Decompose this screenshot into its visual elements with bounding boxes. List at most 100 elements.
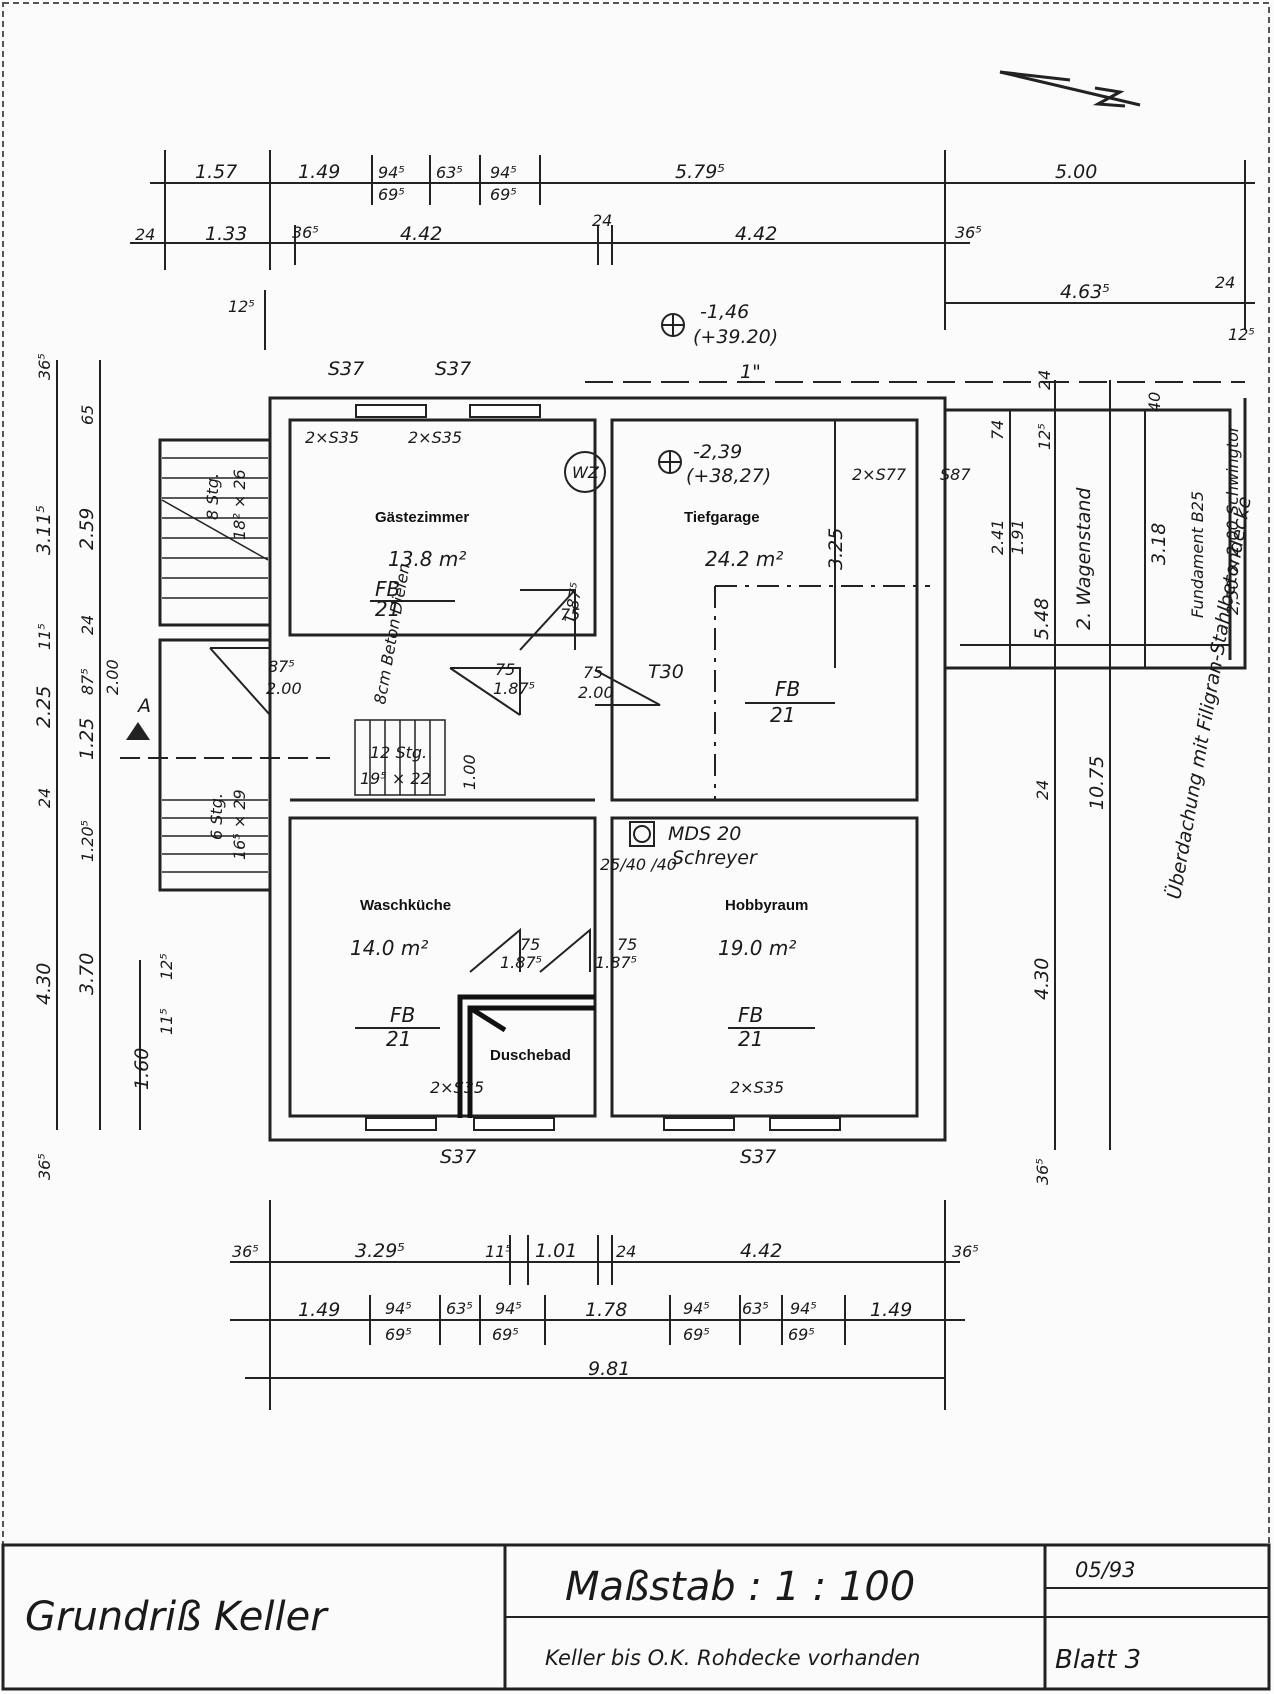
level-abs: (+38,27): [686, 465, 771, 487]
window-label: 2×S35: [408, 428, 462, 447]
dim-label: 4.42: [400, 223, 442, 245]
dim-label: 24: [1215, 273, 1235, 292]
drawing-title: Grundriß Keller: [25, 1594, 329, 1640]
stair-dim: 19⁵ × 22: [360, 769, 431, 788]
lintel-label: S37: [328, 358, 364, 380]
dim-label: 36⁵: [232, 1242, 259, 1261]
room-name-waschkueche: Waschküche: [360, 897, 451, 914]
windows: [355, 404, 841, 1131]
dim-label: 2.41: [988, 519, 1007, 555]
dim-label: 1.20⁵: [78, 820, 97, 862]
door-height: 1.87⁵: [500, 953, 542, 972]
dim-label: 36⁵: [292, 223, 319, 242]
window-label: 2×S35: [730, 1078, 784, 1097]
window-label: 2×S35: [305, 428, 359, 447]
drawing-note: Keller bis O.K. Rohdecke vorhanden: [545, 1646, 920, 1670]
dim-label: 94⁵: [495, 1299, 522, 1318]
floor-code: FB: [390, 1003, 415, 1027]
dim-label: 69⁵: [492, 1325, 519, 1344]
bottom-dimension-labels: 36⁵ 3.29⁵ 11⁵ 1.01 24 4.42 36⁵ 1.49 94⁵ …: [232, 1240, 979, 1380]
dim-label: 9.81: [588, 1358, 630, 1380]
right-dimension-labels: 5.48 4.30 10.75 24 36⁵ 2.41 1.91 3.18 3.…: [825, 370, 1170, 1185]
dim-label: 94⁵: [490, 163, 517, 182]
floor-code: FB: [738, 1003, 763, 1027]
door-height: 1.87⁵: [595, 953, 637, 972]
water-meter-icon: WZ: [564, 451, 606, 493]
dim-label: 1.91: [1008, 519, 1027, 555]
dim-label: 63⁵: [742, 1299, 769, 1318]
bottom-dimension-lines: [230, 1200, 965, 1410]
dim-label: 12⁵: [1035, 423, 1054, 450]
door-height: 1.87⁵: [493, 679, 535, 698]
dim-label: 5.48: [1031, 598, 1053, 640]
dim-label: 3.25: [825, 528, 847, 570]
dim-label: 24: [616, 1242, 636, 1261]
dim-label: 65: [78, 405, 97, 425]
dim-label: 36⁵: [35, 353, 54, 380]
section-label: A: [136, 695, 151, 717]
dim-label: 24: [135, 225, 155, 244]
dim-label: 24: [1035, 370, 1054, 390]
floor-number: 21: [738, 1027, 763, 1051]
dim-label: 1.49: [298, 161, 340, 183]
dim-label: 5.79⁵: [675, 161, 725, 183]
fundament-label: Fundament B25: [1188, 491, 1207, 618]
dim-label: 94⁵: [378, 163, 405, 182]
floor-number: 21: [770, 703, 795, 727]
door-width: 75: [583, 663, 603, 682]
door-width: 75: [520, 935, 540, 954]
drawing-scale: Maßstab : 1 : 100: [565, 1564, 915, 1610]
dim-label: 3.11⁵: [33, 505, 55, 555]
room-area-waschkueche: 14.0 m²: [350, 936, 428, 960]
dim-label: 10.75: [1086, 756, 1108, 810]
room-name-duschebad: Duschebad: [490, 1047, 571, 1064]
garage-lintel-label: 2×S77: [852, 465, 907, 484]
dim-label: 1.49: [298, 1299, 340, 1321]
dim-label: 94⁵: [683, 1299, 710, 1318]
dim-label: 4.30: [33, 963, 55, 1005]
top-dimension-lines: [130, 150, 1255, 350]
doors: [209, 589, 661, 973]
level-value: -2,39: [693, 441, 742, 463]
dim-label: 69⁵: [788, 1325, 815, 1344]
fire-door-label: T30: [648, 661, 684, 683]
room-area-tiefgarage: 24.2 m²: [705, 547, 783, 571]
level-marker-garage: -2,39 (+38,27): [658, 441, 771, 487]
room-name-tiefgarage: Tiefgarage: [684, 509, 760, 526]
dim-label: 1.01: [535, 1240, 577, 1262]
door-width: 75: [617, 935, 637, 954]
garage-labels: 2. Wagenstand Fundament B25 2,50 × 2.00 …: [1073, 424, 1256, 901]
dim-label: 36⁵: [35, 1153, 54, 1180]
dim-label: 40: [1145, 392, 1164, 412]
chimney-make: Schreyer: [672, 847, 758, 869]
dim-label: 12⁵: [157, 953, 176, 980]
garage-details: [714, 410, 1230, 800]
dim-label: 4.30: [1031, 958, 1053, 1000]
wagen-label: 2. Wagenstand: [1073, 487, 1095, 630]
dim-label: 1.49: [870, 1299, 912, 1321]
chimney-icon: MDS 20 Schreyer 25/40 /40: [600, 821, 758, 874]
chimney-label: MDS 20: [668, 823, 741, 845]
wz-label: WZ: [572, 463, 600, 482]
stair-count: 6 Stg.: [207, 793, 226, 840]
section-marker: A: [120, 695, 330, 759]
dim-label: 11⁵: [35, 623, 54, 650]
stair-dim: 18² × 26: [230, 469, 249, 540]
room-name-gaestezimmer: Gästezimmer: [375, 509, 469, 526]
top-dimension-labels: 1.57 1.49 94⁵ 63⁵ 94⁵ 69⁵ 69⁵ 5.79⁵ 5.00…: [135, 161, 1255, 344]
dim-label: 63⁵: [436, 163, 463, 182]
level-marker-outside: -1,46 (+39.20): [661, 301, 778, 348]
dim-label: 3.70: [76, 953, 98, 995]
dim-label: 94⁵: [790, 1299, 817, 1318]
dim-label: 69⁵: [490, 185, 517, 204]
door-width: 87⁵: [268, 657, 295, 676]
stair-dim: 16⁵ × 29: [230, 789, 249, 860]
lintel-label: S37: [435, 358, 471, 380]
dim-label: 87⁵: [78, 668, 97, 695]
door-width: 75: [495, 660, 515, 679]
dim-label: 94⁵: [385, 1299, 412, 1318]
staircases: [161, 457, 446, 873]
dim-label: 1.60: [131, 1048, 153, 1090]
